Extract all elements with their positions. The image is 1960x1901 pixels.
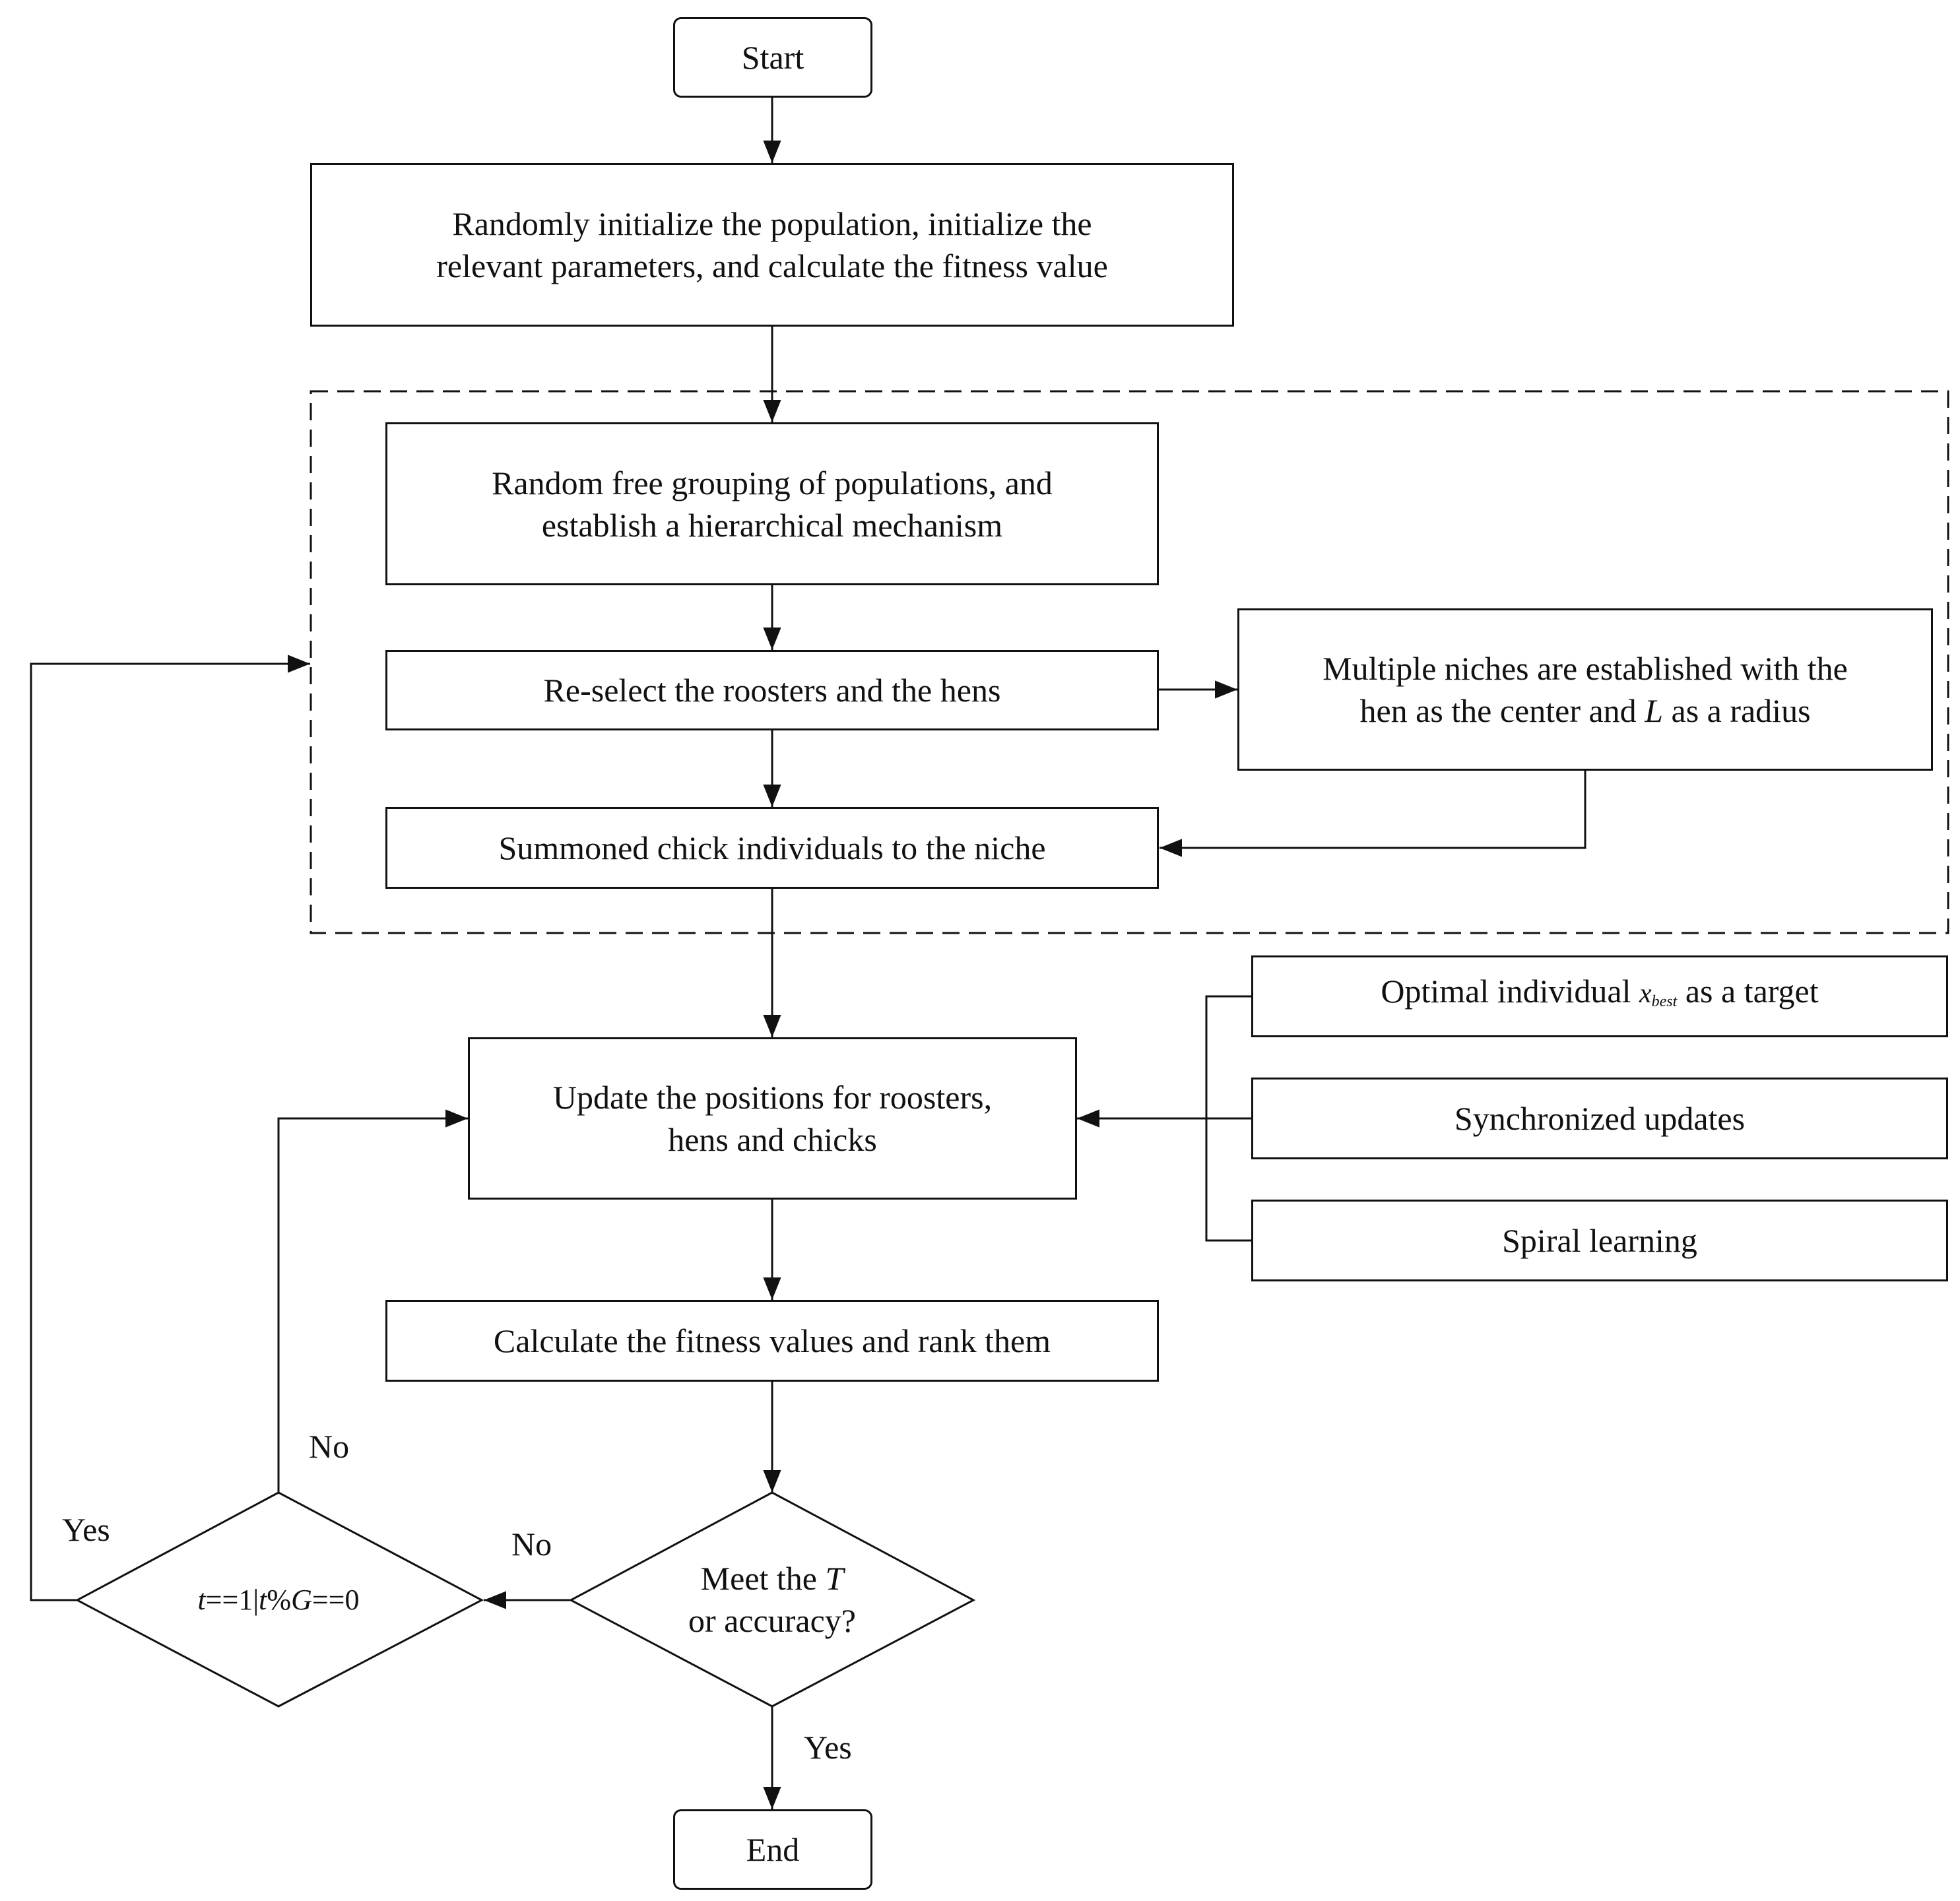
- arrow-niches-to-summon: [1160, 771, 1586, 857]
- reselect-label: Re-select the roosters and the hens: [543, 672, 1001, 709]
- optimal-label-post: as a target: [1677, 973, 1819, 1010]
- meet-pre: Meet the: [700, 1560, 826, 1597]
- spiral-label: Spiral learning: [1502, 1222, 1697, 1259]
- edge-label-no-middle: No: [511, 1526, 552, 1563]
- end-node: End: [673, 1809, 872, 1890]
- edge-label-no-upper: No: [309, 1428, 350, 1465]
- summon-label: Summoned chick individuals to the niche: [498, 829, 1046, 866]
- fitness-node: Calculate the fitness values and rank th…: [385, 1300, 1159, 1382]
- update-positions-node: Update the positions for roosters, hens …: [468, 1037, 1077, 1200]
- edge-label-yes-bottom: Yes: [804, 1729, 852, 1766]
- init-node: Randomly initialize the population, init…: [310, 163, 1234, 327]
- niches-label-post: as a radius: [1663, 692, 1811, 729]
- fitness-label: Calculate the fitness values and rank th…: [493, 1322, 1051, 1359]
- niche-group-container: [310, 390, 1949, 934]
- cond-pct: %: [267, 1584, 292, 1616]
- spiral-learning-node: Spiral learning: [1251, 1200, 1948, 1281]
- optimal-target-node: Optimal individual xbest as a target: [1251, 955, 1948, 1037]
- arrow-condition-to-group: [30, 655, 310, 1601]
- meet-label: Meet the T or accuracy?: [607, 1557, 937, 1642]
- cond-g: G: [291, 1584, 312, 1616]
- init-label: Randomly initialize the population, init…: [436, 205, 1108, 284]
- summon-node: Summoned chick individuals to the niche: [385, 807, 1159, 889]
- start-label: Start: [741, 39, 804, 76]
- reselect-node: Re-select the roosters and the hens: [385, 650, 1159, 730]
- sync-label: Synchronized updates: [1454, 1100, 1746, 1137]
- grouping-node: Random free grouping of populations, and…: [385, 422, 1159, 585]
- cond-t1: t: [197, 1584, 206, 1616]
- meet-line1: Meet the T: [607, 1557, 937, 1599]
- cond-end: ==0: [311, 1584, 360, 1616]
- optimal-var: x: [1639, 979, 1652, 1009]
- niches-label: Multiple niches are established with the…: [1323, 647, 1848, 732]
- cond-t2: t: [259, 1584, 267, 1616]
- cond-mid: ==1|: [205, 1584, 259, 1616]
- optimal-label: Optimal individual xbest as a target: [1381, 970, 1818, 1023]
- niches-node: Multiple niches are established with the…: [1237, 608, 1933, 771]
- grouping-label: Random free grouping of populations, and…: [492, 464, 1053, 544]
- arrow-condition-to-update: [277, 1109, 468, 1493]
- update-label: Update the positions for roosters, hens …: [552, 1079, 993, 1158]
- niches-label-pre: Multiple niches are established with the…: [1323, 650, 1848, 729]
- start-node: Start: [673, 17, 872, 98]
- meet-var: T: [825, 1560, 844, 1597]
- optimal-label-pre: Optimal individual: [1381, 973, 1640, 1010]
- optimal-sub: best: [1651, 993, 1678, 1010]
- end-label: End: [746, 1831, 800, 1868]
- edge-label-yes-left: Yes: [62, 1511, 110, 1548]
- decision-meet-criteria: [568, 1491, 976, 1708]
- meet-line2: or accuracy?: [688, 1602, 856, 1639]
- condition-label: t==1|t%G==0: [114, 1579, 443, 1621]
- sync-updates-node: Synchronized updates: [1251, 1078, 1948, 1159]
- niches-radius-var: L: [1645, 692, 1663, 729]
- decision-restart-condition: [75, 1491, 484, 1708]
